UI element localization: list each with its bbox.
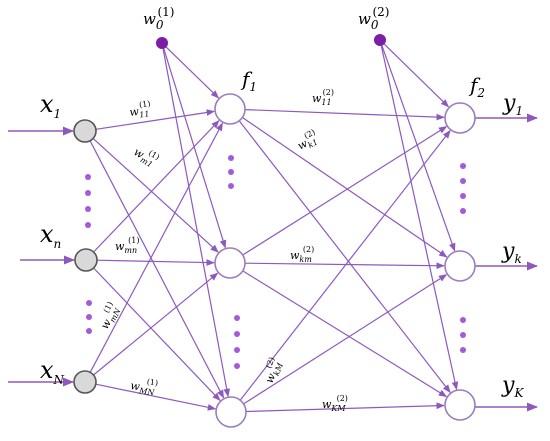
weight-label-w11-1: w11(1) [128, 99, 152, 121]
edge-input-2-hidden-0 [89, 122, 224, 373]
ellipsis-dots-hidden-lower [234, 315, 240, 369]
edge-hidden-1-output-1 [244, 262, 445, 270]
edge-bias2-output-0 [383, 43, 450, 108]
bias-node-1 [156, 37, 168, 49]
input-node-1 [73, 119, 97, 143]
yk-label: yk [501, 239, 522, 266]
edge-hidden-1-output-2 [242, 270, 448, 398]
edge-input-0-hidden-2 [89, 140, 225, 399]
x1-label: x1 [40, 90, 61, 121]
ellipsis-dots-input-upper [85, 174, 91, 228]
edge-hidden-0-output-1 [242, 117, 448, 258]
weight-label-wmn-1: wmn(1) [115, 236, 140, 255]
hidden-node-M [215, 396, 247, 428]
bias-node-2 [374, 34, 386, 46]
edge-input-0-hidden-0 [95, 109, 216, 130]
hidden-node-m [214, 247, 246, 279]
weight-label-wMN-1: wMN(1) [129, 375, 158, 398]
weight-label-wm1-1: wm1(1) [131, 142, 162, 171]
hidden-node-1 [214, 93, 246, 125]
ellipsis-dots-output-lower [460, 317, 466, 353]
y1-label: y1 [502, 91, 523, 118]
edge-hidden-2-output-1 [243, 274, 448, 405]
ellipsis-dots-hidden-upper [228, 155, 234, 189]
ellipsis-dots-output-upper [460, 163, 466, 214]
edge-bias1-hidden-2 [162, 48, 231, 398]
xn-label: xn [40, 220, 61, 251]
edge-input-2-hidden-2 [95, 383, 217, 411]
output-node-1 [444, 102, 476, 134]
weight-label-w11-2: w11(2) [312, 88, 334, 107]
bias-label-1: w0(1) [143, 5, 174, 32]
edge-hidden-1-output-0 [242, 125, 448, 256]
bias-label-2: w0(2) [358, 5, 389, 32]
edge-hidden-2-output-0 [239, 129, 451, 401]
edge-bias1-hidden-1 [163, 48, 227, 249]
edge-input-1-hidden-2 [93, 267, 221, 402]
xN-label: xN [40, 356, 65, 387]
edge-bias2-output-2 [380, 45, 459, 391]
edge-hidden-2-output-2 [245, 402, 445, 413]
weight-label-wkm-2: wkm(2) [290, 245, 314, 264]
output-node-k [444, 250, 476, 282]
weight-label-wk1-2: wk1(2) [293, 127, 321, 154]
edge-bias1-hidden-0 [165, 46, 220, 99]
edge-bias2-output-1 [381, 45, 456, 252]
edge-input-1-hidden-1 [96, 259, 215, 266]
connection-edges [89, 43, 459, 413]
input-node-n [74, 248, 98, 272]
weight-label-wmN-1: wmN(1) [95, 300, 124, 332]
edge-hidden-0-output-2 [238, 120, 451, 394]
f1-label: f1 [240, 67, 257, 94]
yK-label: yK [501, 373, 524, 400]
edge-hidden-0-output-0 [244, 109, 445, 121]
ellipsis-dots-input-lower [86, 300, 92, 334]
f2-label: f2 [468, 73, 485, 100]
edge-input-1-hidden-0 [93, 119, 220, 253]
input-node-N [73, 370, 97, 394]
weight-label-wKM-2: wKM(2) [322, 394, 348, 413]
output-node-K [444, 389, 476, 421]
edge-input-2-hidden-1 [93, 272, 219, 376]
